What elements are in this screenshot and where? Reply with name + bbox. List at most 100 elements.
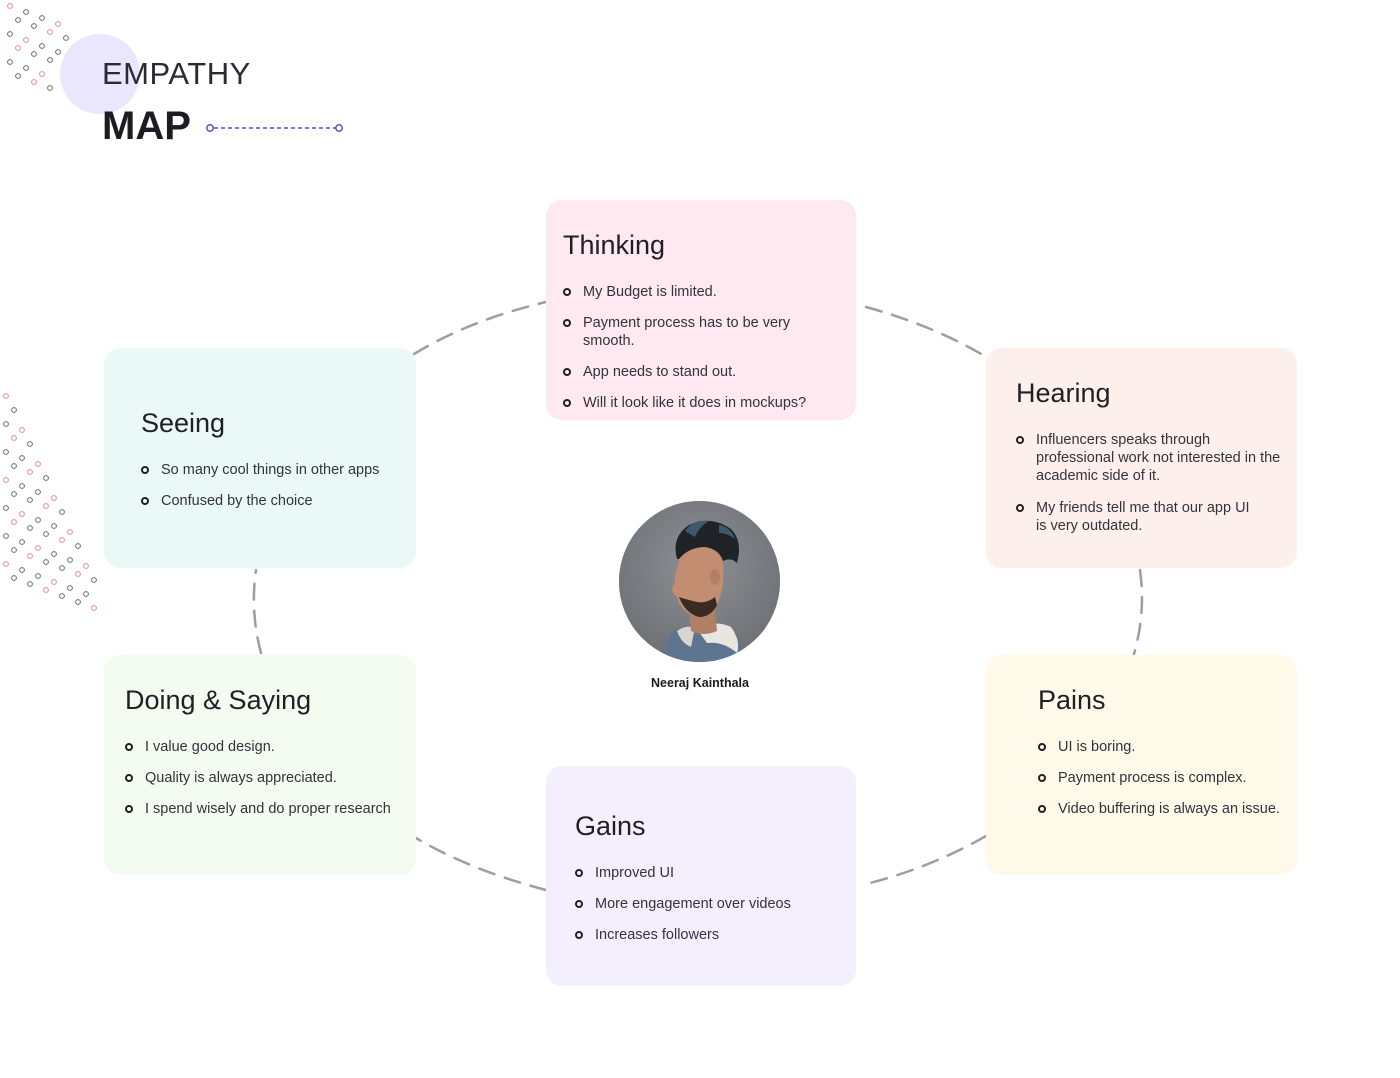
decorative-dot <box>3 393 9 399</box>
decorative-dot <box>19 427 25 433</box>
decorative-dot <box>47 85 53 91</box>
decorative-dot <box>55 21 61 27</box>
decorative-dot <box>51 523 57 529</box>
decorative-dot <box>27 441 33 447</box>
decorative-dot <box>11 519 17 525</box>
decorative-dot <box>47 29 53 35</box>
seeing-list: So many cool things in other apps Confus… <box>141 461 400 510</box>
decorative-dot <box>19 483 25 489</box>
bullet-icon <box>1016 504 1024 512</box>
connector-doing-seeing <box>252 568 263 655</box>
list-item: Payment process is complex. <box>1038 769 1285 787</box>
bullet-icon <box>575 931 583 939</box>
decorative-dot <box>19 455 25 461</box>
decorative-dot <box>27 581 33 587</box>
decorative-dot <box>47 57 53 63</box>
doing-saying-list: I value good design. Quality is always a… <box>125 738 404 818</box>
decorative-dot <box>43 559 49 565</box>
decorative-dot <box>15 17 21 23</box>
decorative-dot <box>59 537 65 543</box>
decorative-dot <box>51 579 57 585</box>
bullet-icon <box>1038 743 1046 751</box>
list-item: Payment process has to be very smooth. <box>563 314 840 350</box>
decorative-dot <box>27 525 33 531</box>
decorative-dot <box>15 45 21 51</box>
decorative-dot <box>11 575 17 581</box>
decorative-dot <box>31 79 37 85</box>
bullet-icon <box>1038 805 1046 813</box>
decorative-dot <box>91 605 97 611</box>
decorative-dot <box>43 475 49 481</box>
decorative-dot <box>31 23 37 29</box>
thinking-card: Thinking My Budget is limited. Payment p… <box>546 200 856 420</box>
thinking-title: Thinking <box>563 230 666 260</box>
decorative-dot <box>75 599 81 605</box>
bullet-icon <box>563 288 571 296</box>
decorative-dot <box>59 509 65 515</box>
bullet-icon <box>575 869 583 877</box>
decorative-dot <box>3 561 9 567</box>
persona-name: Neeraj Kainthala <box>651 676 749 690</box>
decorative-dot <box>27 497 33 503</box>
list-item: I spend wisely and do proper research <box>125 800 404 818</box>
decorative-dot <box>11 407 17 413</box>
decorative-dot <box>91 577 97 583</box>
decorative-dot <box>11 547 17 553</box>
decorative-dot <box>19 511 25 517</box>
decorative-dot <box>39 43 45 49</box>
decorative-dot <box>67 529 73 535</box>
list-item: Influencers speaks through professional … <box>1016 431 1285 485</box>
bullet-icon <box>125 743 133 751</box>
list-item: Quality is always appreciated. <box>125 769 404 787</box>
decorative-dot <box>3 421 9 427</box>
decorative-dot <box>35 517 41 523</box>
pains-title: Pains <box>1038 685 1106 715</box>
decorative-dot <box>51 551 57 557</box>
list-item: My friends tell me that our app UI is ve… <box>1016 499 1285 535</box>
decorative-dot <box>75 543 81 549</box>
decorative-dot <box>83 591 89 597</box>
decorative-dot <box>7 3 13 9</box>
doing-saying-title: Doing & Saying <box>125 685 312 715</box>
decorative-dot <box>27 553 33 559</box>
bullet-icon <box>1038 774 1046 782</box>
bullet-icon <box>141 497 149 505</box>
decorative-dot <box>3 477 9 483</box>
decorative-dot <box>31 51 37 57</box>
decorative-dot <box>43 531 49 537</box>
bullet-icon <box>563 319 571 327</box>
bullet-icon <box>125 805 133 813</box>
gains-list: Improved UI More engagement over videos … <box>575 864 844 944</box>
pains-card: Pains UI is boring. Payment process is c… <box>986 655 1297 875</box>
decorative-dot <box>11 463 17 469</box>
list-item: Video buffering is always an issue. <box>1038 800 1285 818</box>
bullet-icon <box>575 900 583 908</box>
title-block: EMPATHY MAP <box>60 34 380 164</box>
decorative-dot <box>35 573 41 579</box>
bullet-icon <box>141 466 149 474</box>
connector-pains-gains <box>864 834 988 886</box>
hearing-title: Hearing <box>1016 378 1111 408</box>
connector-hearing-pains <box>1132 568 1144 656</box>
decorative-dot <box>15 73 21 79</box>
list-item: App needs to stand out. <box>563 363 840 381</box>
seeing-card: Seeing So many cool things in other apps… <box>104 348 416 568</box>
decorative-dot <box>35 461 41 467</box>
decorative-dot <box>19 567 25 573</box>
decorative-dot <box>7 59 13 65</box>
persona-avatar <box>619 501 780 662</box>
gains-title: Gains <box>575 811 646 841</box>
page-title-line1: EMPATHY <box>102 56 251 91</box>
decorative-dot <box>35 545 41 551</box>
decorative-dot <box>7 31 13 37</box>
title-accent-circle <box>60 34 140 114</box>
decorative-dot <box>59 565 65 571</box>
hearing-list: Influencers speaks through professional … <box>1016 431 1285 535</box>
bullet-icon <box>563 399 571 407</box>
bullet-icon <box>125 774 133 782</box>
list-item: More engagement over videos <box>575 895 844 913</box>
connector-thinking-hearing <box>864 305 990 360</box>
decorative-dot <box>3 449 9 455</box>
list-item: Confused by the choice <box>141 492 400 510</box>
decorative-dot <box>35 489 41 495</box>
